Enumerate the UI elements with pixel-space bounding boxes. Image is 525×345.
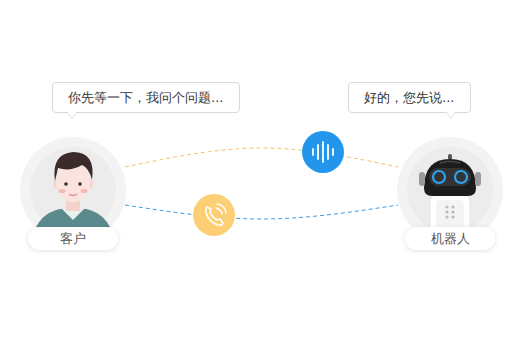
dashed-connector bbox=[125, 205, 398, 219]
speech-bubble: 好的，您先说... bbox=[348, 82, 471, 113]
dashed-connector bbox=[125, 148, 398, 167]
agent-node: 机器人 bbox=[398, 138, 502, 250]
robot-figure bbox=[419, 154, 481, 234]
agent-name: 客户 bbox=[60, 231, 86, 246]
speech-text: 好的，您先说... bbox=[364, 90, 454, 105]
voice-icon bbox=[302, 131, 344, 173]
customer-figure bbox=[33, 152, 113, 236]
name-pill: 机器人 bbox=[405, 227, 495, 250]
agent-name: 机器人 bbox=[431, 231, 470, 246]
speech-text: 你先等一下，我问个问题... bbox=[68, 90, 223, 105]
agent-node: 客户 bbox=[21, 138, 125, 250]
speech-bubble: 你先等一下，我问个问题... bbox=[52, 82, 240, 113]
avatar-disc bbox=[407, 147, 493, 233]
phone-icon bbox=[193, 194, 235, 236]
name-pill: 客户 bbox=[28, 227, 118, 250]
